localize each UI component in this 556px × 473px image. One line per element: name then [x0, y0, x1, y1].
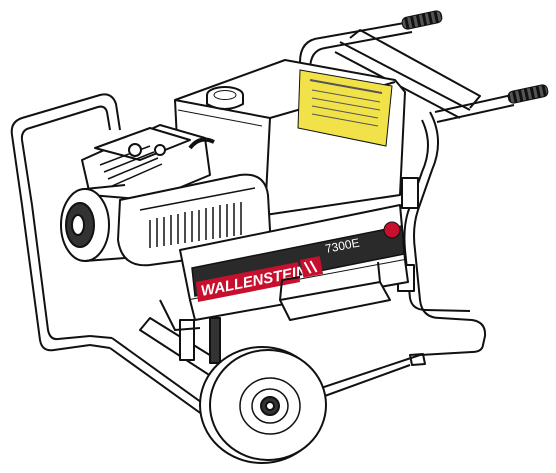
recoil-starter	[60, 184, 126, 262]
model-number: 7300E	[324, 236, 361, 256]
end-badge	[383, 221, 401, 239]
wheel	[199, 346, 327, 464]
warning-label	[297, 69, 393, 147]
handle-grip	[401, 10, 549, 104]
brand-band	[191, 225, 405, 302]
rear-frame	[10, 93, 121, 352]
brand-logo-mark	[300, 256, 324, 278]
handle-frame	[299, 21, 515, 366]
